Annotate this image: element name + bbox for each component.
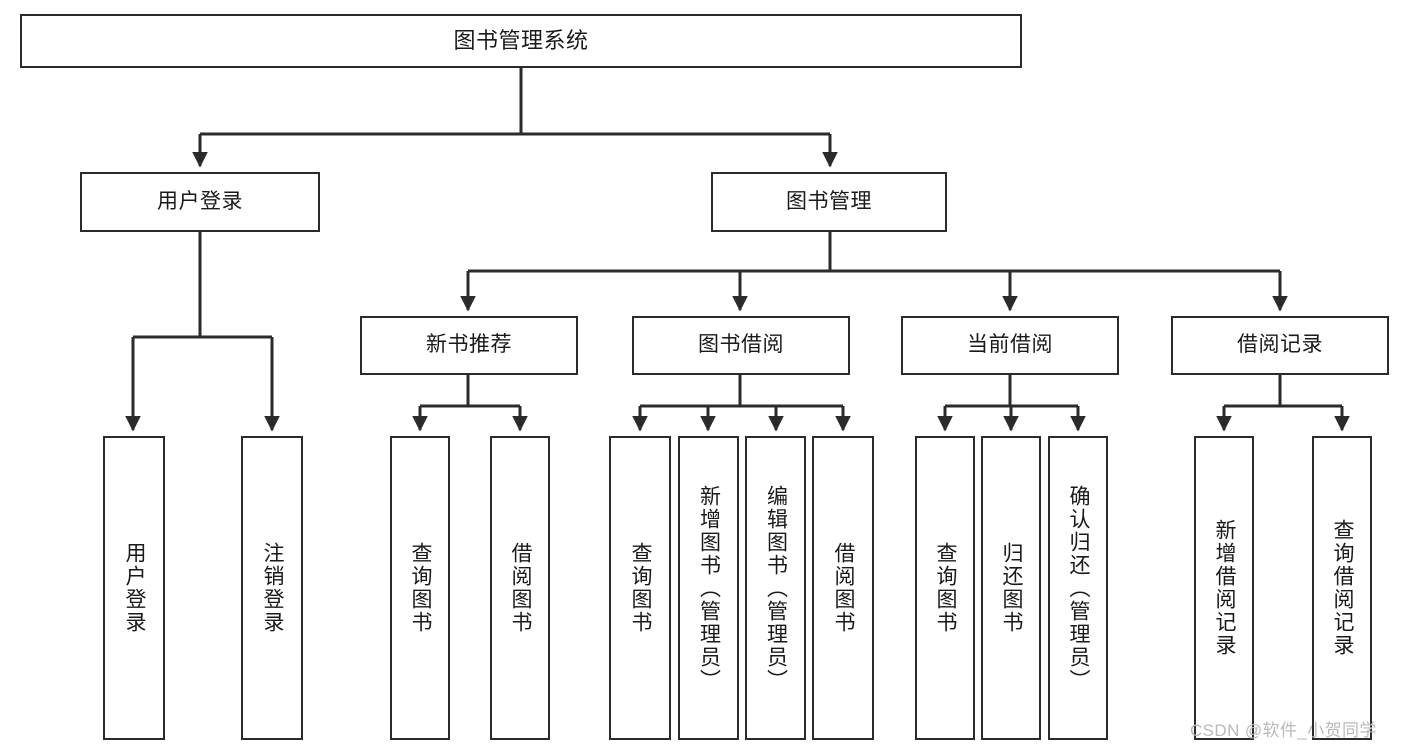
leaf-borrow-book[interactable]: 借阅图书 (812, 436, 874, 740)
leaf-confirm-return-admin[interactable]: 确认归还（管理员） (1048, 436, 1108, 740)
leaf-query-book-current[interactable]: 查询图书 (915, 436, 975, 740)
node-label: 当前借阅 (967, 333, 1053, 357)
node-book-borrow[interactable]: 图书借阅 (632, 316, 850, 375)
node-user-login[interactable]: 用户登录 (80, 172, 320, 232)
leaf-user-login[interactable]: 用户登录 (103, 436, 165, 740)
node-label: 查询借阅记录 (1331, 519, 1355, 657)
node-label: 新增图书（管理员） (697, 484, 721, 692)
leaf-edit-book-admin[interactable]: 编辑图书（管理员） (745, 436, 806, 740)
node-label: 借阅图书 (509, 542, 533, 634)
leaf-add-book-admin[interactable]: 新增图书（管理员） (678, 436, 739, 740)
node-label: 图书管理系统 (453, 28, 589, 54)
csdn-watermark: CSDN @软件_小贺同学 (1190, 721, 1377, 740)
node-root-system[interactable]: 图书管理系统 (20, 14, 1022, 68)
node-label: 查询图书 (409, 542, 433, 634)
leaf-return-book[interactable]: 归还图书 (981, 436, 1041, 740)
node-label: 查询图书 (629, 542, 653, 634)
node-label: 借阅图书 (832, 542, 856, 634)
node-label: 查询图书 (934, 542, 958, 634)
node-label: 新增借阅记录 (1213, 519, 1237, 657)
leaf-query-book-borrow[interactable]: 查询图书 (609, 436, 671, 740)
node-label: 图书管理 (786, 189, 872, 213)
node-label: 编辑图书（管理员） (764, 484, 788, 692)
node-label: 注销登录 (261, 542, 285, 634)
node-label: 用户登录 (157, 189, 243, 213)
leaf-add-borrow-record[interactable]: 新增借阅记录 (1194, 436, 1254, 740)
node-label: 新书推荐 (426, 333, 512, 357)
node-book-management[interactable]: 图书管理 (711, 172, 947, 232)
node-label: 用户登录 (123, 542, 147, 634)
leaf-user-logout[interactable]: 注销登录 (241, 436, 303, 740)
node-label: 确认归还（管理员） (1067, 484, 1091, 692)
leaf-query-borrow-record[interactable]: 查询借阅记录 (1312, 436, 1372, 740)
leaf-borrow-book-recommend[interactable]: 借阅图书 (490, 436, 550, 740)
node-label: 归还图书 (1000, 542, 1024, 634)
node-label: 借阅记录 (1237, 333, 1323, 357)
node-new-book-recommend[interactable]: 新书推荐 (360, 316, 578, 375)
leaf-query-book-recommend[interactable]: 查询图书 (390, 436, 450, 740)
node-borrow-record[interactable]: 借阅记录 (1171, 316, 1389, 375)
node-label: 图书借阅 (698, 333, 784, 357)
node-current-borrow[interactable]: 当前借阅 (901, 316, 1119, 375)
